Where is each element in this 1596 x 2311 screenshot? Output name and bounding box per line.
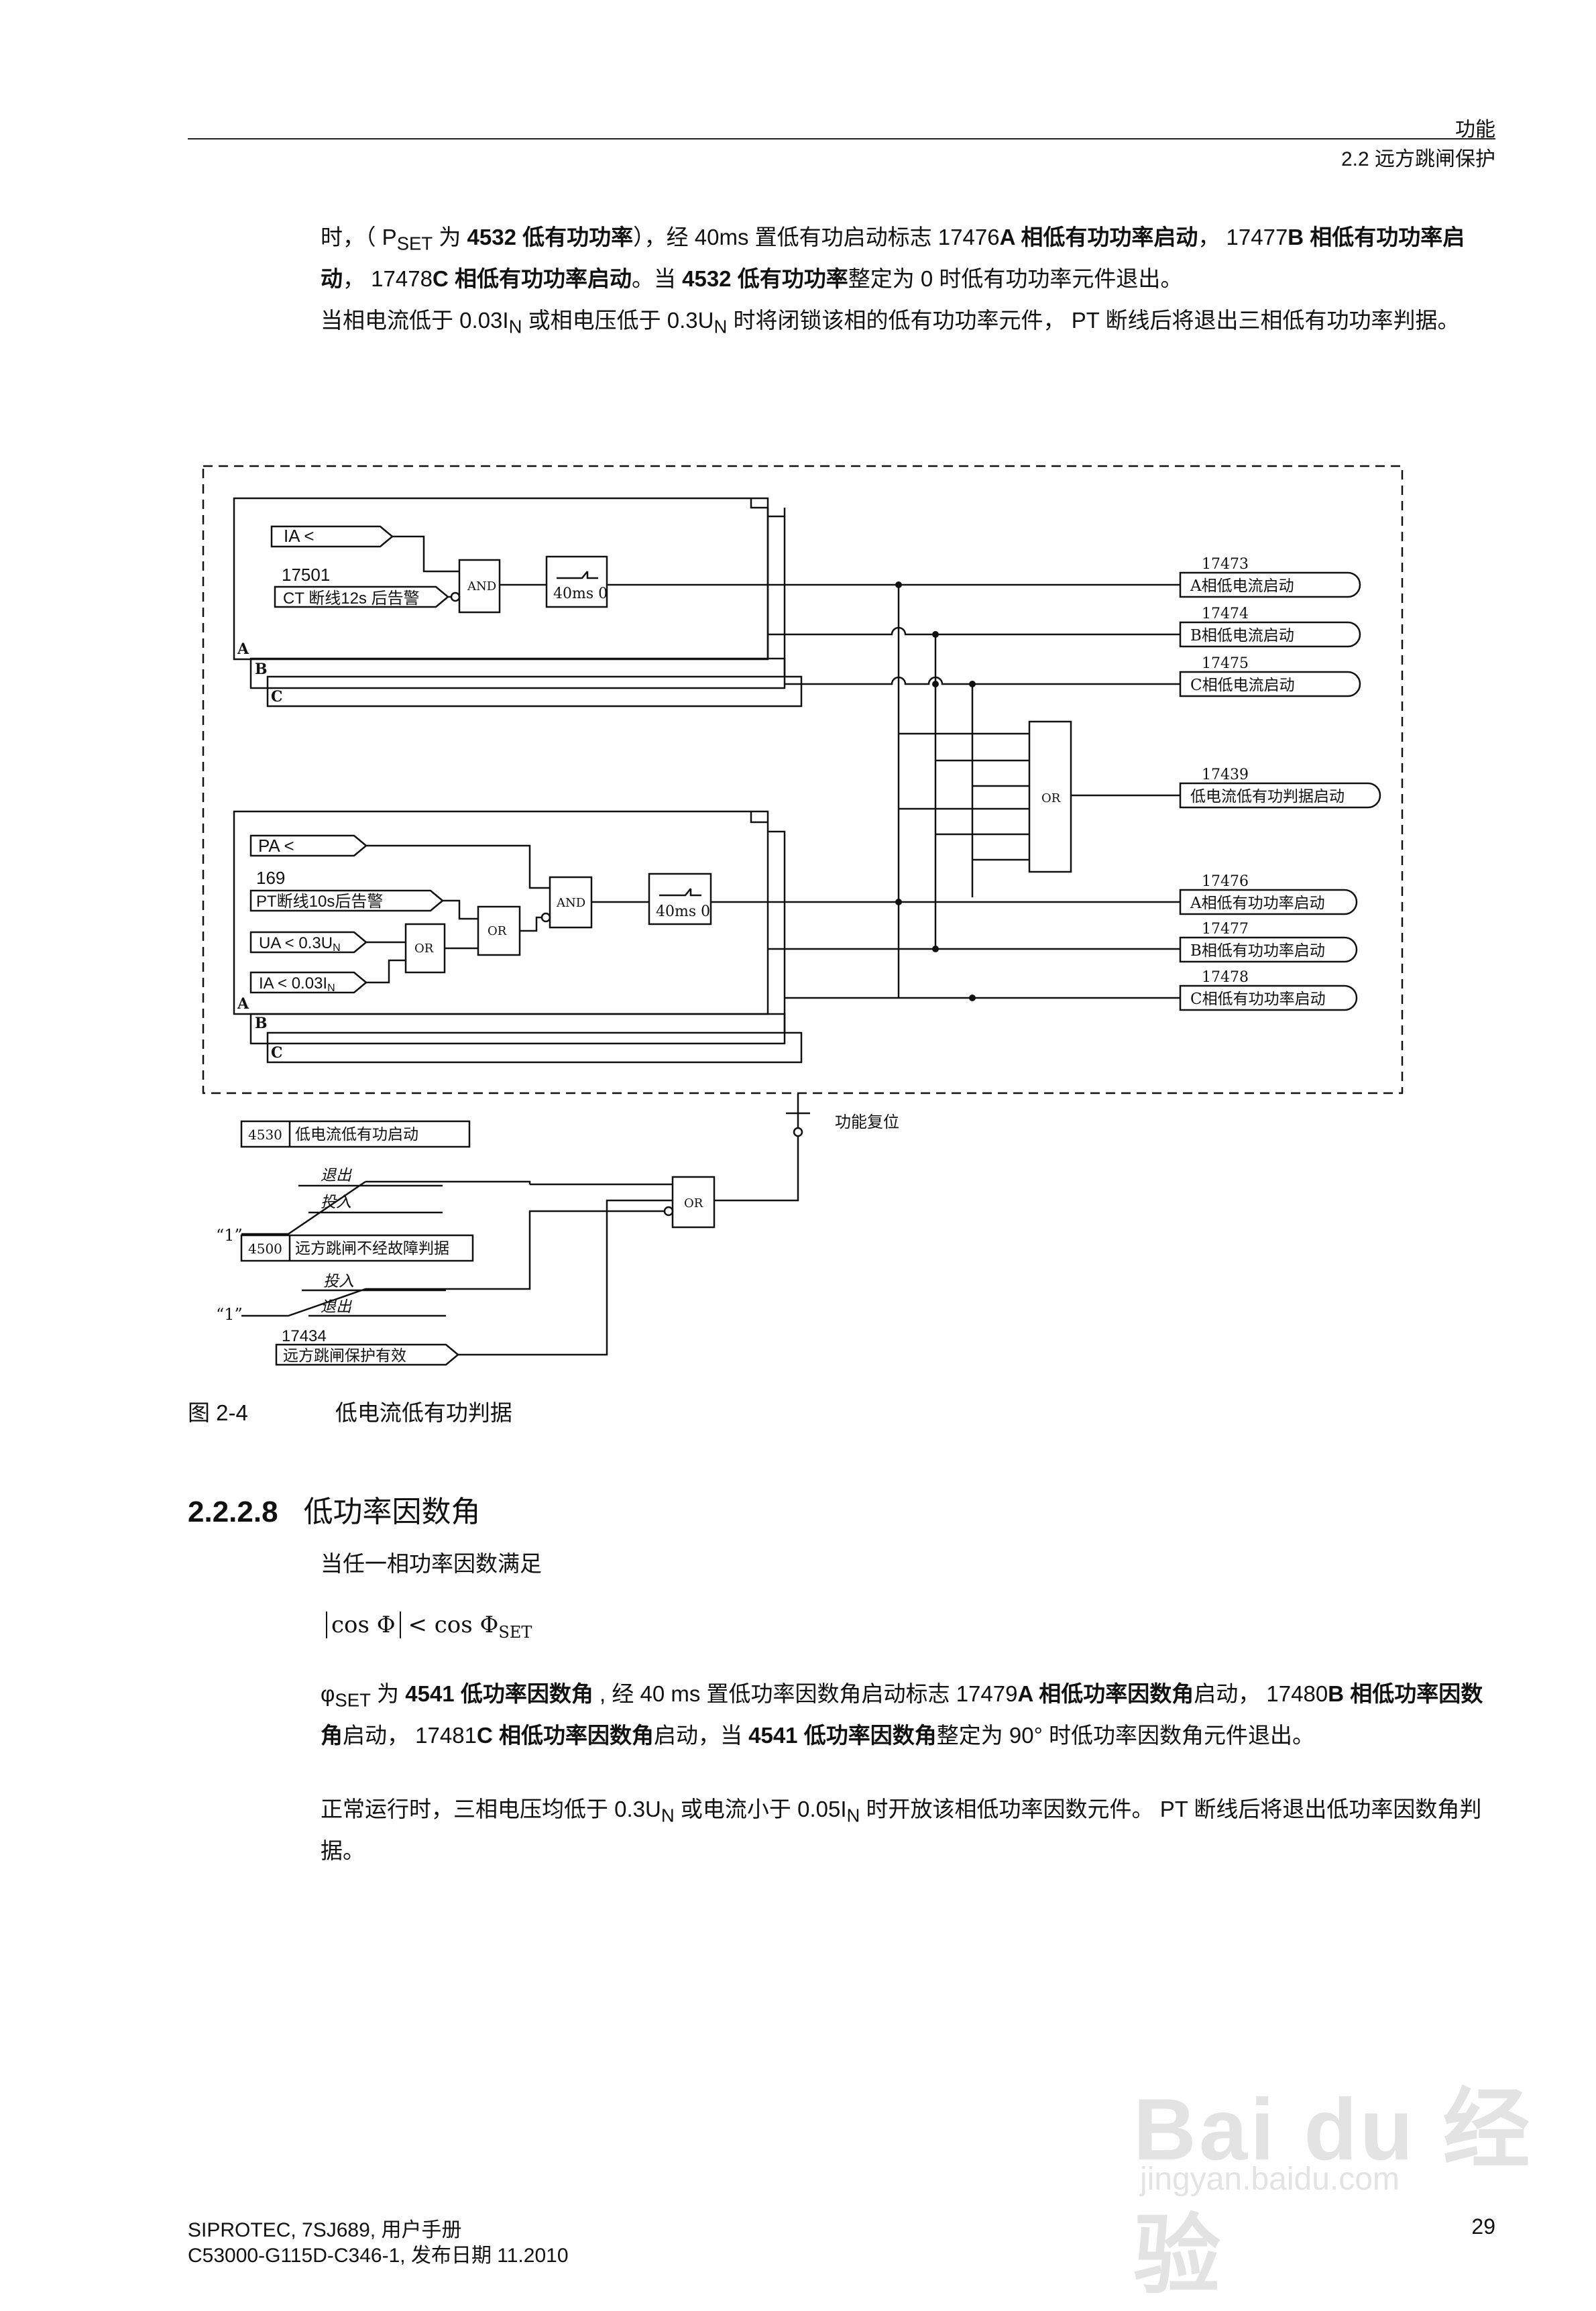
output-17477 — [1179, 936, 1358, 963]
label-timer-bottom: 40ms 0 — [656, 903, 710, 920]
label-17474: B相低电流启动 — [1190, 627, 1294, 644]
num-17475: 17475 — [1202, 655, 1249, 672]
header-rule — [188, 138, 1495, 139]
num-4500: 4500 — [248, 1241, 282, 1257]
label-and-top: AND — [467, 579, 496, 594]
paragraph-1: 时，（ PSET 为 4532 低有功功率），经 40ms 置低有功启动标志 1… — [321, 225, 1465, 291]
input-ia — [270, 525, 394, 548]
watermark-url: jingyan.baidu.com — [1140, 2161, 1400, 2197]
param-4530 — [240, 1120, 471, 1148]
num-4530: 4530 — [248, 1127, 282, 1143]
input-ia-low — [249, 971, 367, 994]
logic-diagram: IA < 17501 CT 断线12s 后告警 AND 40ms 0 A B C… — [202, 465, 1404, 1366]
footer-manual: SIPROTEC, 7SJ689, 用户手册 — [188, 2219, 462, 2241]
input-ua — [249, 931, 367, 954]
sw2-on: 投入 — [323, 1273, 354, 1290]
phase-b-top: B — [255, 661, 268, 678]
input-pa — [249, 834, 367, 857]
label-17439: 低电流低有功判据启动 — [1190, 788, 1345, 805]
phase-b-bottom: B — [255, 1015, 268, 1032]
paragraph-5: 正常运行时，三相电压均低于 0.3UN 或电流小于 0.05IN 时开放该相低功… — [321, 1797, 1482, 1863]
label-or-center: OR — [1041, 791, 1061, 805]
output-17475 — [1179, 671, 1361, 697]
reset-bubble — [793, 1127, 803, 1137]
footer-docnum: C53000-G115D-C346-1, 发布日期 11.2010 — [188, 2245, 569, 2267]
label-or-small: OR — [414, 942, 434, 956]
phase-c-bottom: C — [271, 1044, 283, 1062]
label-pt-alarm: PT断线10s后告警 — [256, 893, 383, 911]
phase-a-top: A — [237, 640, 249, 658]
const-1b: “1” — [216, 1305, 243, 1324]
or-gate-reset — [671, 1176, 716, 1229]
sw1-exit: 退出 — [321, 1167, 352, 1184]
and-gate-top — [458, 559, 501, 614]
label-or-mid: OR — [488, 924, 507, 938]
output-17476 — [1179, 889, 1358, 915]
timer-bottom — [648, 872, 712, 925]
function-boundary — [202, 465, 1404, 1094]
num-17476: 17476 — [1202, 873, 1249, 890]
num-17477: 17477 — [1202, 921, 1249, 938]
negation-bubble — [450, 591, 461, 602]
paragraph-4: φSET 为 4541 低功率因数角 , 经 40 ms 置低功率因数角启动标志… — [321, 1681, 1483, 1748]
label-17501: 17501 — [282, 565, 330, 585]
formula: cos Φ < cos ΦSET — [326, 1612, 532, 1642]
label-ia-low: IA < 0.03IN — [259, 974, 335, 994]
num-17474: 17474 — [1202, 606, 1249, 622]
label-17475: C相低电流启动 — [1190, 677, 1295, 694]
phase-box-bottom — [233, 810, 769, 1015]
input-pt-alarm — [249, 889, 444, 912]
phase-c-top: C — [271, 688, 283, 706]
label-ct-alarm: CT 断线12s 后告警 — [283, 589, 420, 608]
label-reset: 功能复位 — [835, 1113, 899, 1131]
label-4500: 远方跳闸不经故障判据 — [295, 1240, 449, 1257]
sw2-exit: 退出 — [321, 1298, 352, 1316]
input-17434 — [275, 1343, 459, 1366]
num-17434: 17434 — [282, 1327, 327, 1345]
output-17473 — [1179, 571, 1361, 598]
paragraph-2: 当相电流低于 0.03IN 或相电压低于 0.3UN 时将闭锁该相的低有功功率元… — [321, 308, 1460, 337]
header-section: 2.2 远方跳闸保护 — [1341, 148, 1495, 170]
label-17434: 远方跳闸保护有效 — [283, 1347, 406, 1365]
output-17478 — [1179, 984, 1358, 1011]
label-17476: A相低有功功率启动 — [1190, 895, 1325, 912]
or-gate-center — [1028, 720, 1072, 873]
header-chapter: 功能 — [1455, 119, 1495, 141]
label-and-bottom: AND — [556, 896, 585, 910]
input-ct-alarm — [274, 585, 449, 608]
page-number: 29 — [1471, 2214, 1495, 2239]
sw1-on: 投入 — [321, 1194, 351, 1211]
paragraph-3: 当任一相功率因数满足 — [321, 1551, 542, 1576]
param-4500 — [240, 1234, 474, 1262]
label-17478: C相低有功功率启动 — [1190, 991, 1326, 1008]
label-ia: IA < — [284, 526, 315, 546]
label-169: 169 — [256, 868, 285, 888]
const-1a: “1” — [216, 1226, 243, 1245]
phase-a-bottom: A — [237, 995, 249, 1013]
label-pa: PA < — [258, 836, 294, 856]
label-ua: UA < 0.3UN — [259, 934, 341, 954]
output-17439 — [1179, 782, 1381, 809]
label-4530: 低电流低有功启动 — [295, 1126, 418, 1143]
label-or-reset: OR — [684, 1196, 703, 1210]
timer-top — [545, 555, 608, 608]
output-17474 — [1179, 621, 1361, 648]
num-17478: 17478 — [1202, 969, 1249, 986]
label-17477: B相低有功功率启动 — [1190, 942, 1325, 960]
num-17439: 17439 — [1202, 767, 1249, 783]
num-17473: 17473 — [1202, 556, 1249, 573]
label-timer-top: 40ms 0 — [553, 585, 608, 602]
label-17473: A相低电流启动 — [1190, 577, 1294, 595]
